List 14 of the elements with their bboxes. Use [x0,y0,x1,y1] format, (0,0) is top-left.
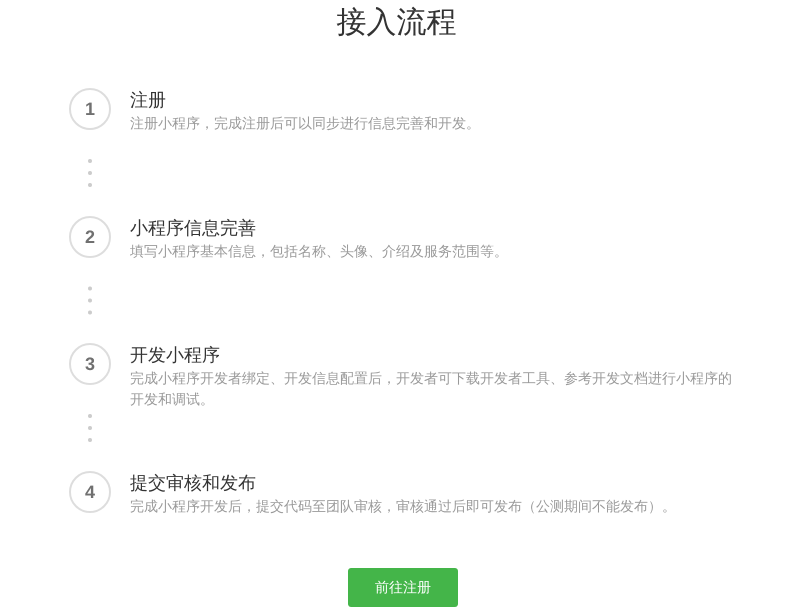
step-description: 填写小程序基本信息，包括名称、头像、介绍及服务范围等。 [130,242,509,261]
step-description: 完成小程序开发者绑定、开发信息配置后，开发者可下载开发者工具、参考开发文档进行小程序的开发和调试。 [130,369,733,409]
step-heading: 注册 [130,89,166,112]
step-circle: 1 [69,88,111,130]
step-description: 完成小程序开发后，提交代码至团队审核，审核通过后即可发布（公测期间不能发布）。 [130,497,677,516]
step-heading: 小程序信息完善 [130,217,256,240]
step-circle: 3 [69,343,111,385]
step-circle: 2 [69,216,111,258]
step-description: 注册小程序，完成注册后可以同步进行信息完善和开发。 [130,114,481,133]
page-title: 接入流程 [336,5,458,41]
step-circle: 4 [69,471,111,513]
step-heading: 提交审核和发布 [130,472,256,495]
action-button: 前往注册 [348,568,458,607]
step-heading: 开发小程序 [130,344,220,367]
